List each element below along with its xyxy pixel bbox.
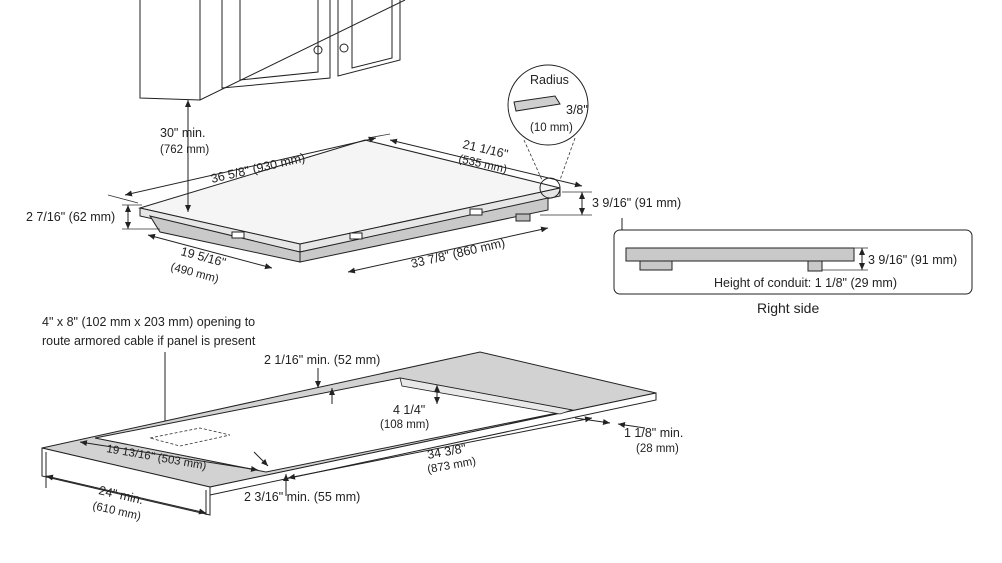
cabinet-clearance-label: 30" min. <box>160 126 205 140</box>
bottom-width-arrow <box>347 226 549 274</box>
cabinet-knob-right <box>339 43 349 53</box>
counter-depth-arrow <box>45 474 207 515</box>
right-side-caption: Right side <box>757 300 819 316</box>
side-margin-label: 1 1/8" min. <box>624 426 683 440</box>
width-dimension-arrow <box>124 136 377 197</box>
depth-dimension-arrow <box>389 138 583 188</box>
thickness-right-label: 3 9/16" (91 mm) <box>592 196 681 210</box>
inner-depth-label: 4 1/4" <box>393 403 425 417</box>
conduit-fitting <box>515 213 531 222</box>
bottom-width-label: 33 7/8" (860 mm) <box>410 236 507 271</box>
bottom-depth-arrow <box>147 233 273 270</box>
opening-note-line2: route armored cable if panel is present <box>42 334 256 348</box>
burner-box-3 <box>469 208 483 216</box>
thickness-left-label: 2 7/16" (62 mm) <box>26 210 115 224</box>
cut-depth-arrow <box>79 440 259 472</box>
radius-callout: Radius 3/8" (10 mm) <box>507 64 589 181</box>
panel-opening <box>149 427 231 447</box>
back-margin-label: 2 1/16" min. (52 mm) <box>264 353 380 367</box>
side-margin-mm: (28 mm) <box>636 443 679 455</box>
radius-mm: (10 mm) <box>530 122 573 134</box>
inner-depth-mm: (108 mm) <box>380 419 429 431</box>
front-margin-label: 2 3/16" min. (55 mm) <box>244 490 360 504</box>
upper-cabinet <box>139 0 406 101</box>
cabinet-clearance-mm: (762 mm) <box>160 144 209 156</box>
conduit-fitting-side <box>807 260 823 272</box>
burner-box-1 <box>231 231 245 239</box>
cut-width-label: 34 3/8" <box>426 441 467 462</box>
cut-width-arrow <box>287 416 593 480</box>
radius-title: Radius <box>530 73 569 87</box>
cabinet-knob-left <box>313 45 323 55</box>
conduit-height-label: Height of conduit: 1 1/8" (29 mm) <box>714 276 897 290</box>
radius-value: 3/8" <box>566 103 588 117</box>
burner-box-2 <box>349 232 363 240</box>
opening-note-line1: 4" x 8" (102 mm x 203 mm) opening to <box>42 315 255 329</box>
right-side-view: 3 9/16" (91 mm) Height of conduit: 1 1/8… <box>613 218 973 295</box>
side-height-label: 3 9/16" (91 mm) <box>868 253 957 267</box>
